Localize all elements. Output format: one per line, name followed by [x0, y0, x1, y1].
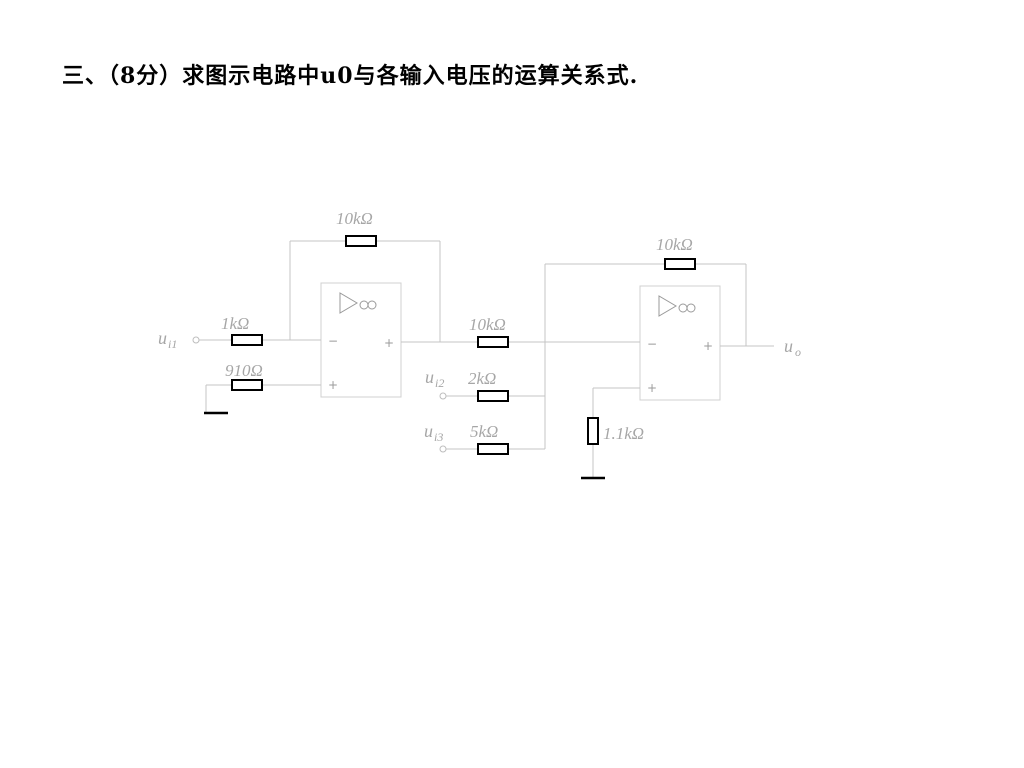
wires: [199, 240, 774, 478]
label-ui2: u i2: [425, 367, 444, 390]
svg-text:i1: i1: [168, 337, 177, 351]
svg-text:u: u: [784, 336, 793, 356]
resistor-link: [477, 336, 509, 348]
opamp-2-inverting-sign: −: [647, 337, 657, 351]
svg-text:i3: i3: [434, 430, 443, 444]
opamp-1-output-sign: +: [384, 336, 394, 350]
label-input-2: 2kΩ: [468, 369, 496, 388]
label-ui3: u i3: [424, 421, 443, 444]
svg-text:u: u: [424, 421, 433, 441]
opamp-1-inverting-sign: −: [328, 334, 338, 348]
svg-text:i2: i2: [435, 376, 444, 390]
resistor-input-1: [231, 334, 263, 346]
resistor-balance-1: [231, 379, 263, 391]
terminal-ui2: [439, 392, 447, 400]
opamp-2-output-sign: +: [703, 339, 713, 353]
label-input-1: 1kΩ: [221, 314, 249, 333]
svg-text:u: u: [158, 328, 167, 348]
resistor-input-3: [477, 443, 509, 455]
svg-text:o: o: [795, 345, 801, 359]
label-feedback-2: 10kΩ: [656, 235, 693, 254]
terminal-ui1: [192, 336, 200, 344]
opamp-2-noninverting-sign: +: [647, 381, 657, 395]
resistor-feedback-2: [664, 258, 696, 270]
opamp-1-noninverting-sign: +: [328, 378, 338, 392]
label-input-3: 5kΩ: [470, 422, 498, 441]
resistor-balance-2: [587, 417, 599, 445]
opamp-2: − + +: [639, 285, 721, 401]
label-uo: u o: [784, 336, 801, 359]
resistor-input-2: [477, 390, 509, 402]
terminal-ui3: [439, 445, 447, 453]
label-balance-2: 1.1kΩ: [603, 424, 644, 443]
label-link: 10kΩ: [469, 315, 506, 334]
label-balance-1: 910Ω: [225, 361, 263, 380]
label-feedback-1: 10kΩ: [336, 209, 373, 228]
opamp-1: − + +: [320, 282, 402, 398]
label-ui1: u i1: [158, 328, 177, 351]
question-title: 三、（8分）求图示电路中u0与各输入电压的运算关系式.: [62, 63, 639, 89]
resistor-feedback-1: [345, 235, 377, 247]
svg-text:u: u: [425, 367, 434, 387]
